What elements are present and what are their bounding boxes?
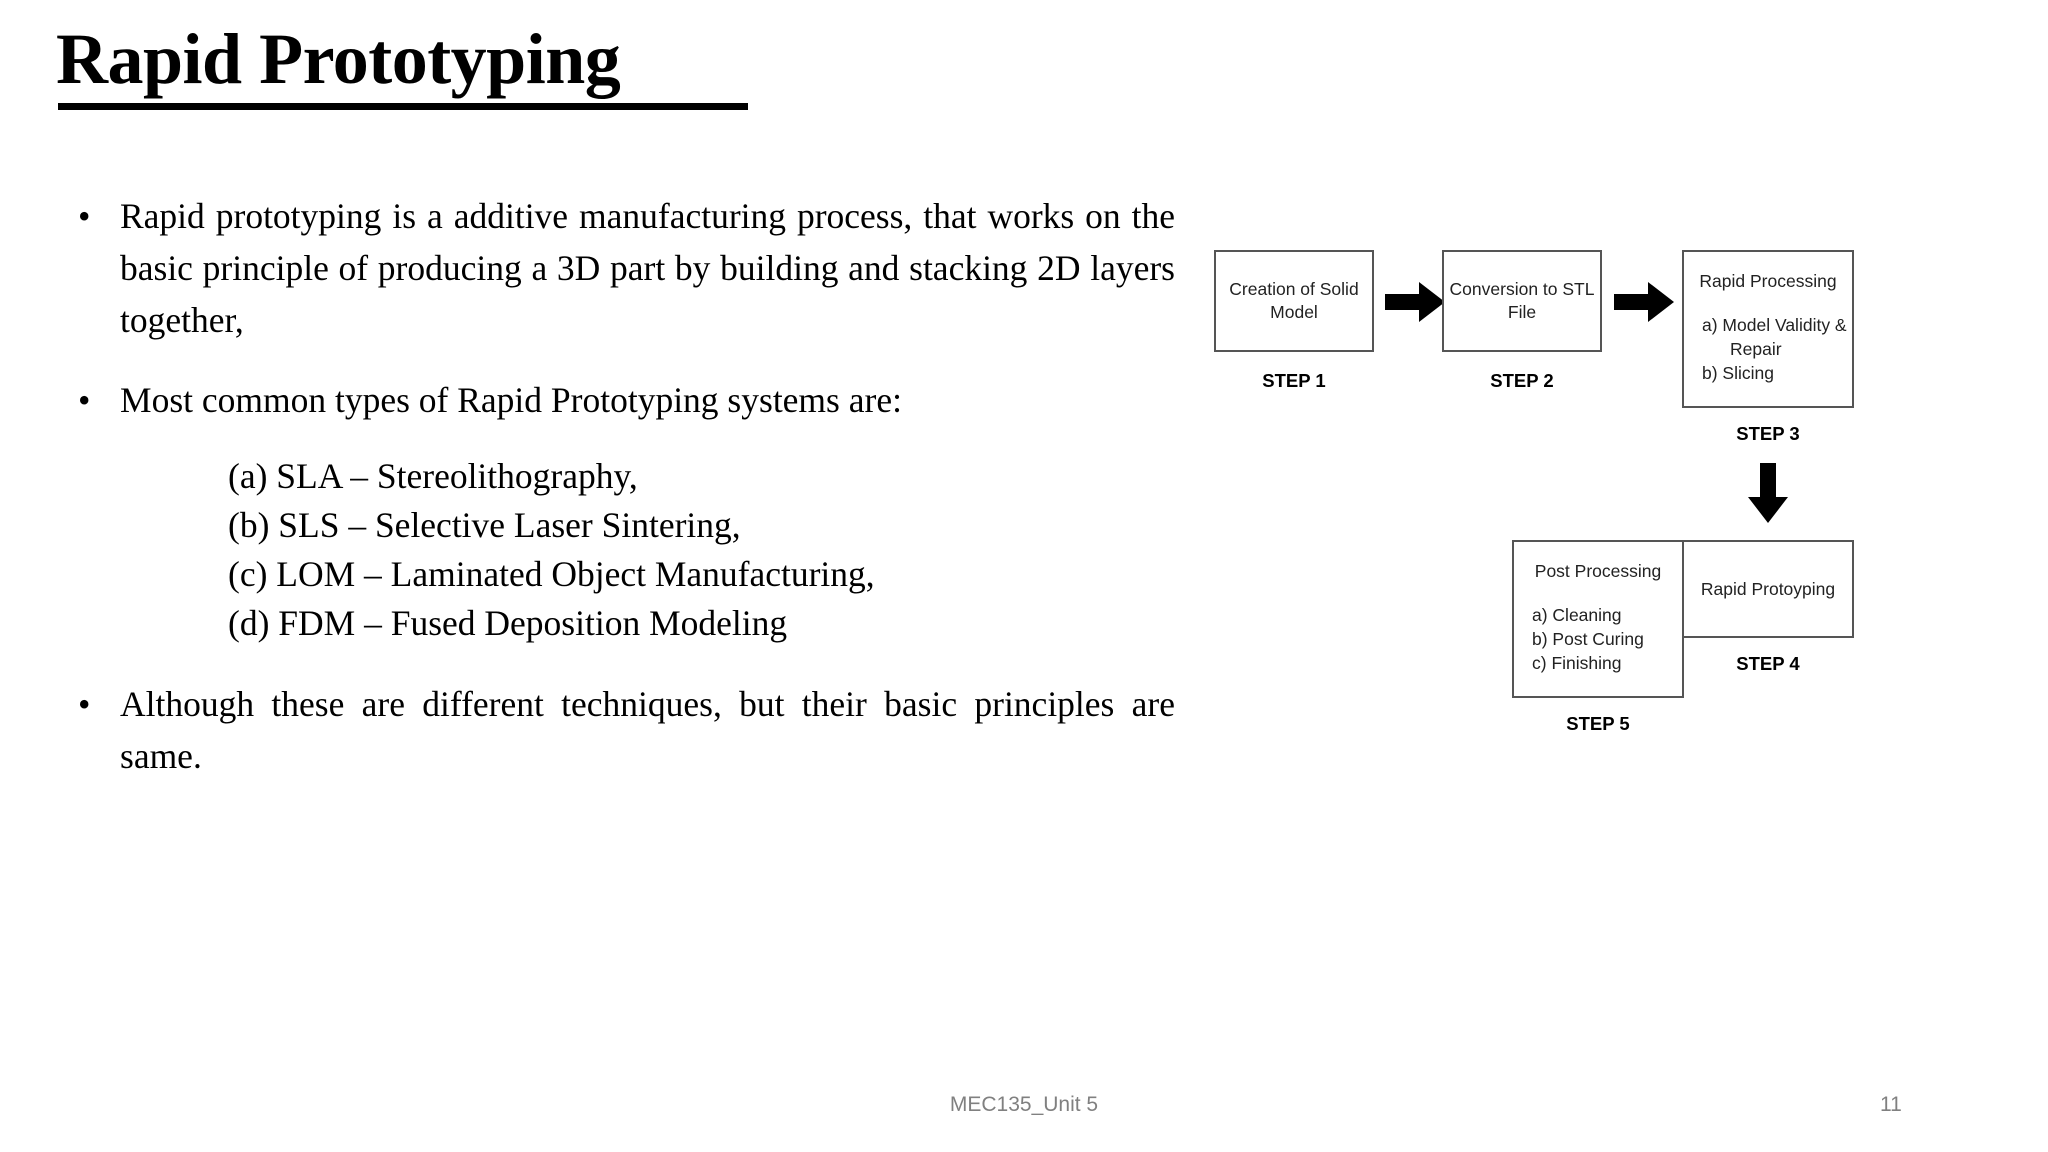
flow-sub-item: b) Post Curing xyxy=(1532,629,1644,649)
body-content: • Rapid prototyping is a additive manufa… xyxy=(60,190,1175,782)
page-title: Rapid Prototyping xyxy=(56,19,621,99)
flow-box-step4: Rapid Protoyping xyxy=(1682,540,1854,638)
list-item: (a) SLA – Stereolithography, xyxy=(228,456,638,496)
step-label-5: STEP 5 xyxy=(1566,713,1630,734)
flow-box-step5-title: Post Processing xyxy=(1534,561,1662,581)
bullet-definition-text: Rapid prototyping is a additive manufact… xyxy=(120,196,1175,340)
flow-box-step2-title: Conversion to STL File xyxy=(1449,279,1595,322)
step-label-1: STEP 1 xyxy=(1262,370,1326,391)
flow-sub-item: a) Cleaning xyxy=(1532,605,1622,625)
title-underline xyxy=(58,103,748,110)
bullet-types-intro: • Most common types of Rapid Prototyping… xyxy=(60,374,1175,426)
step-label-2: STEP 2 xyxy=(1490,370,1554,391)
footer-course-code: MEC135_Unit 5 xyxy=(949,1093,1099,1116)
flow-box-step3-sublist: a) Model Validity & Repair b) Slicing xyxy=(1684,313,1852,385)
flow-box-step2: Conversion to STL File xyxy=(1442,250,1602,352)
flow-sub-item: a) Model Validity & xyxy=(1702,315,1847,335)
arrow-right-icon xyxy=(1385,280,1447,329)
spacer xyxy=(60,648,1175,678)
flow-box-step3-title: Rapid Processing xyxy=(1699,271,1837,291)
bullet-types-intro-text: Most common types of Rapid Prototyping s… xyxy=(120,380,902,420)
arrow-right-icon xyxy=(1614,280,1676,329)
bullet-dot-icon: • xyxy=(78,196,91,236)
list-item: (d) FDM – Fused Deposition Modeling xyxy=(228,603,788,643)
bullet-conclusion-text: Although these are different techniques,… xyxy=(120,684,1175,776)
bullet-definition: • Rapid prototyping is a additive manufa… xyxy=(60,190,1175,346)
flow-box-step4-title: Rapid Protoyping xyxy=(1700,578,1836,599)
flow-sub-item: Repair xyxy=(1730,339,1782,359)
flow-sub-item: b) Slicing xyxy=(1702,363,1774,383)
bullet-conclusion: • Although these are different technique… xyxy=(60,678,1175,782)
flow-box-step5: Post Processing a) Cleaning b) Post Curi… xyxy=(1512,540,1684,698)
flow-sub-item: c) Finishing xyxy=(1532,653,1622,673)
flow-box-step1: Creation of Solid Model xyxy=(1214,250,1374,352)
bullet-dot-icon: • xyxy=(78,380,91,420)
flow-box-step3: Rapid Processing a) Model Validity & Rep… xyxy=(1682,250,1854,408)
step-label-4: STEP 4 xyxy=(1736,653,1800,674)
rapid-prototyping-flow-diagram: Creation of Solid Model STEP 1 Conversio… xyxy=(1190,180,2030,800)
footer-page-number: 11 xyxy=(1880,1093,1902,1116)
step-label-3: STEP 3 xyxy=(1736,423,1800,444)
list-item: (c) LOM – Laminated Object Manufacturing… xyxy=(228,554,875,594)
bullet-dot-icon: • xyxy=(78,684,91,724)
spacer xyxy=(60,346,1175,374)
flow-box-step1-title: Creation of Solid Model xyxy=(1229,279,1359,322)
flow-box-step5-sublist: a) Cleaning b) Post Curing c) Finishing xyxy=(1514,603,1682,675)
arrow-down-icon xyxy=(1746,463,1790,530)
rp-types-list: (a) SLA – Stereolithography, (b) SLS – S… xyxy=(228,452,1175,648)
list-item: (b) SLS – Selective Laser Sintering, xyxy=(228,505,741,545)
